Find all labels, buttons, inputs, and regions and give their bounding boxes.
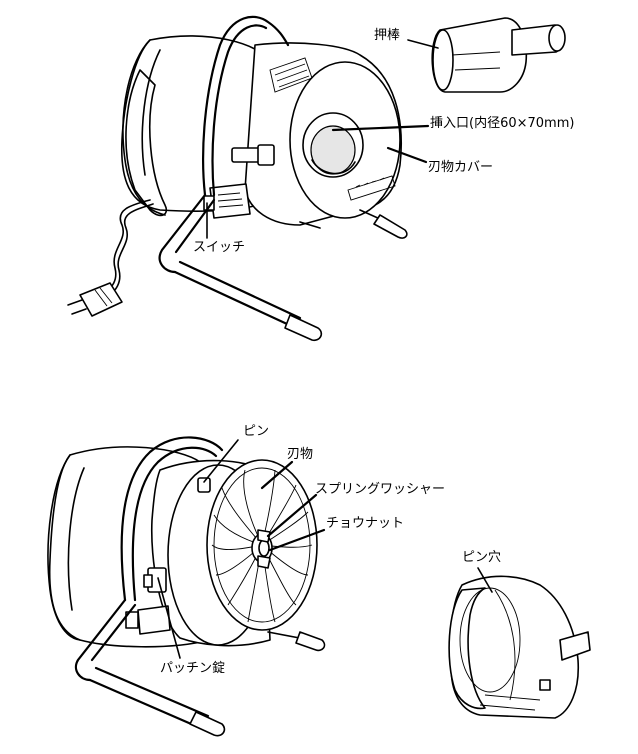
label-latch-lock: パッチン錠 [160,661,226,676]
label-blade-cover: 刃物カバー [428,160,494,175]
bottom-machine [47,436,326,737]
label-push-rod: 押棒 [374,28,401,43]
label-pin: ピン [243,424,270,439]
label-spring-washer: スプリングワッシャー [315,482,446,497]
label-pin-hole: ピン穴 [462,550,502,565]
label-wing-nut: チョウナット [326,516,405,531]
label-switch: スイッチ [193,240,246,255]
top-machine [67,15,408,342]
label-blade: 刃物 [287,447,314,462]
push-rod [431,17,566,93]
label-insert-port: 挿入口(内径60×70mm) [430,116,575,131]
blade-cover-detached [448,575,591,719]
leader-lines [157,39,493,659]
